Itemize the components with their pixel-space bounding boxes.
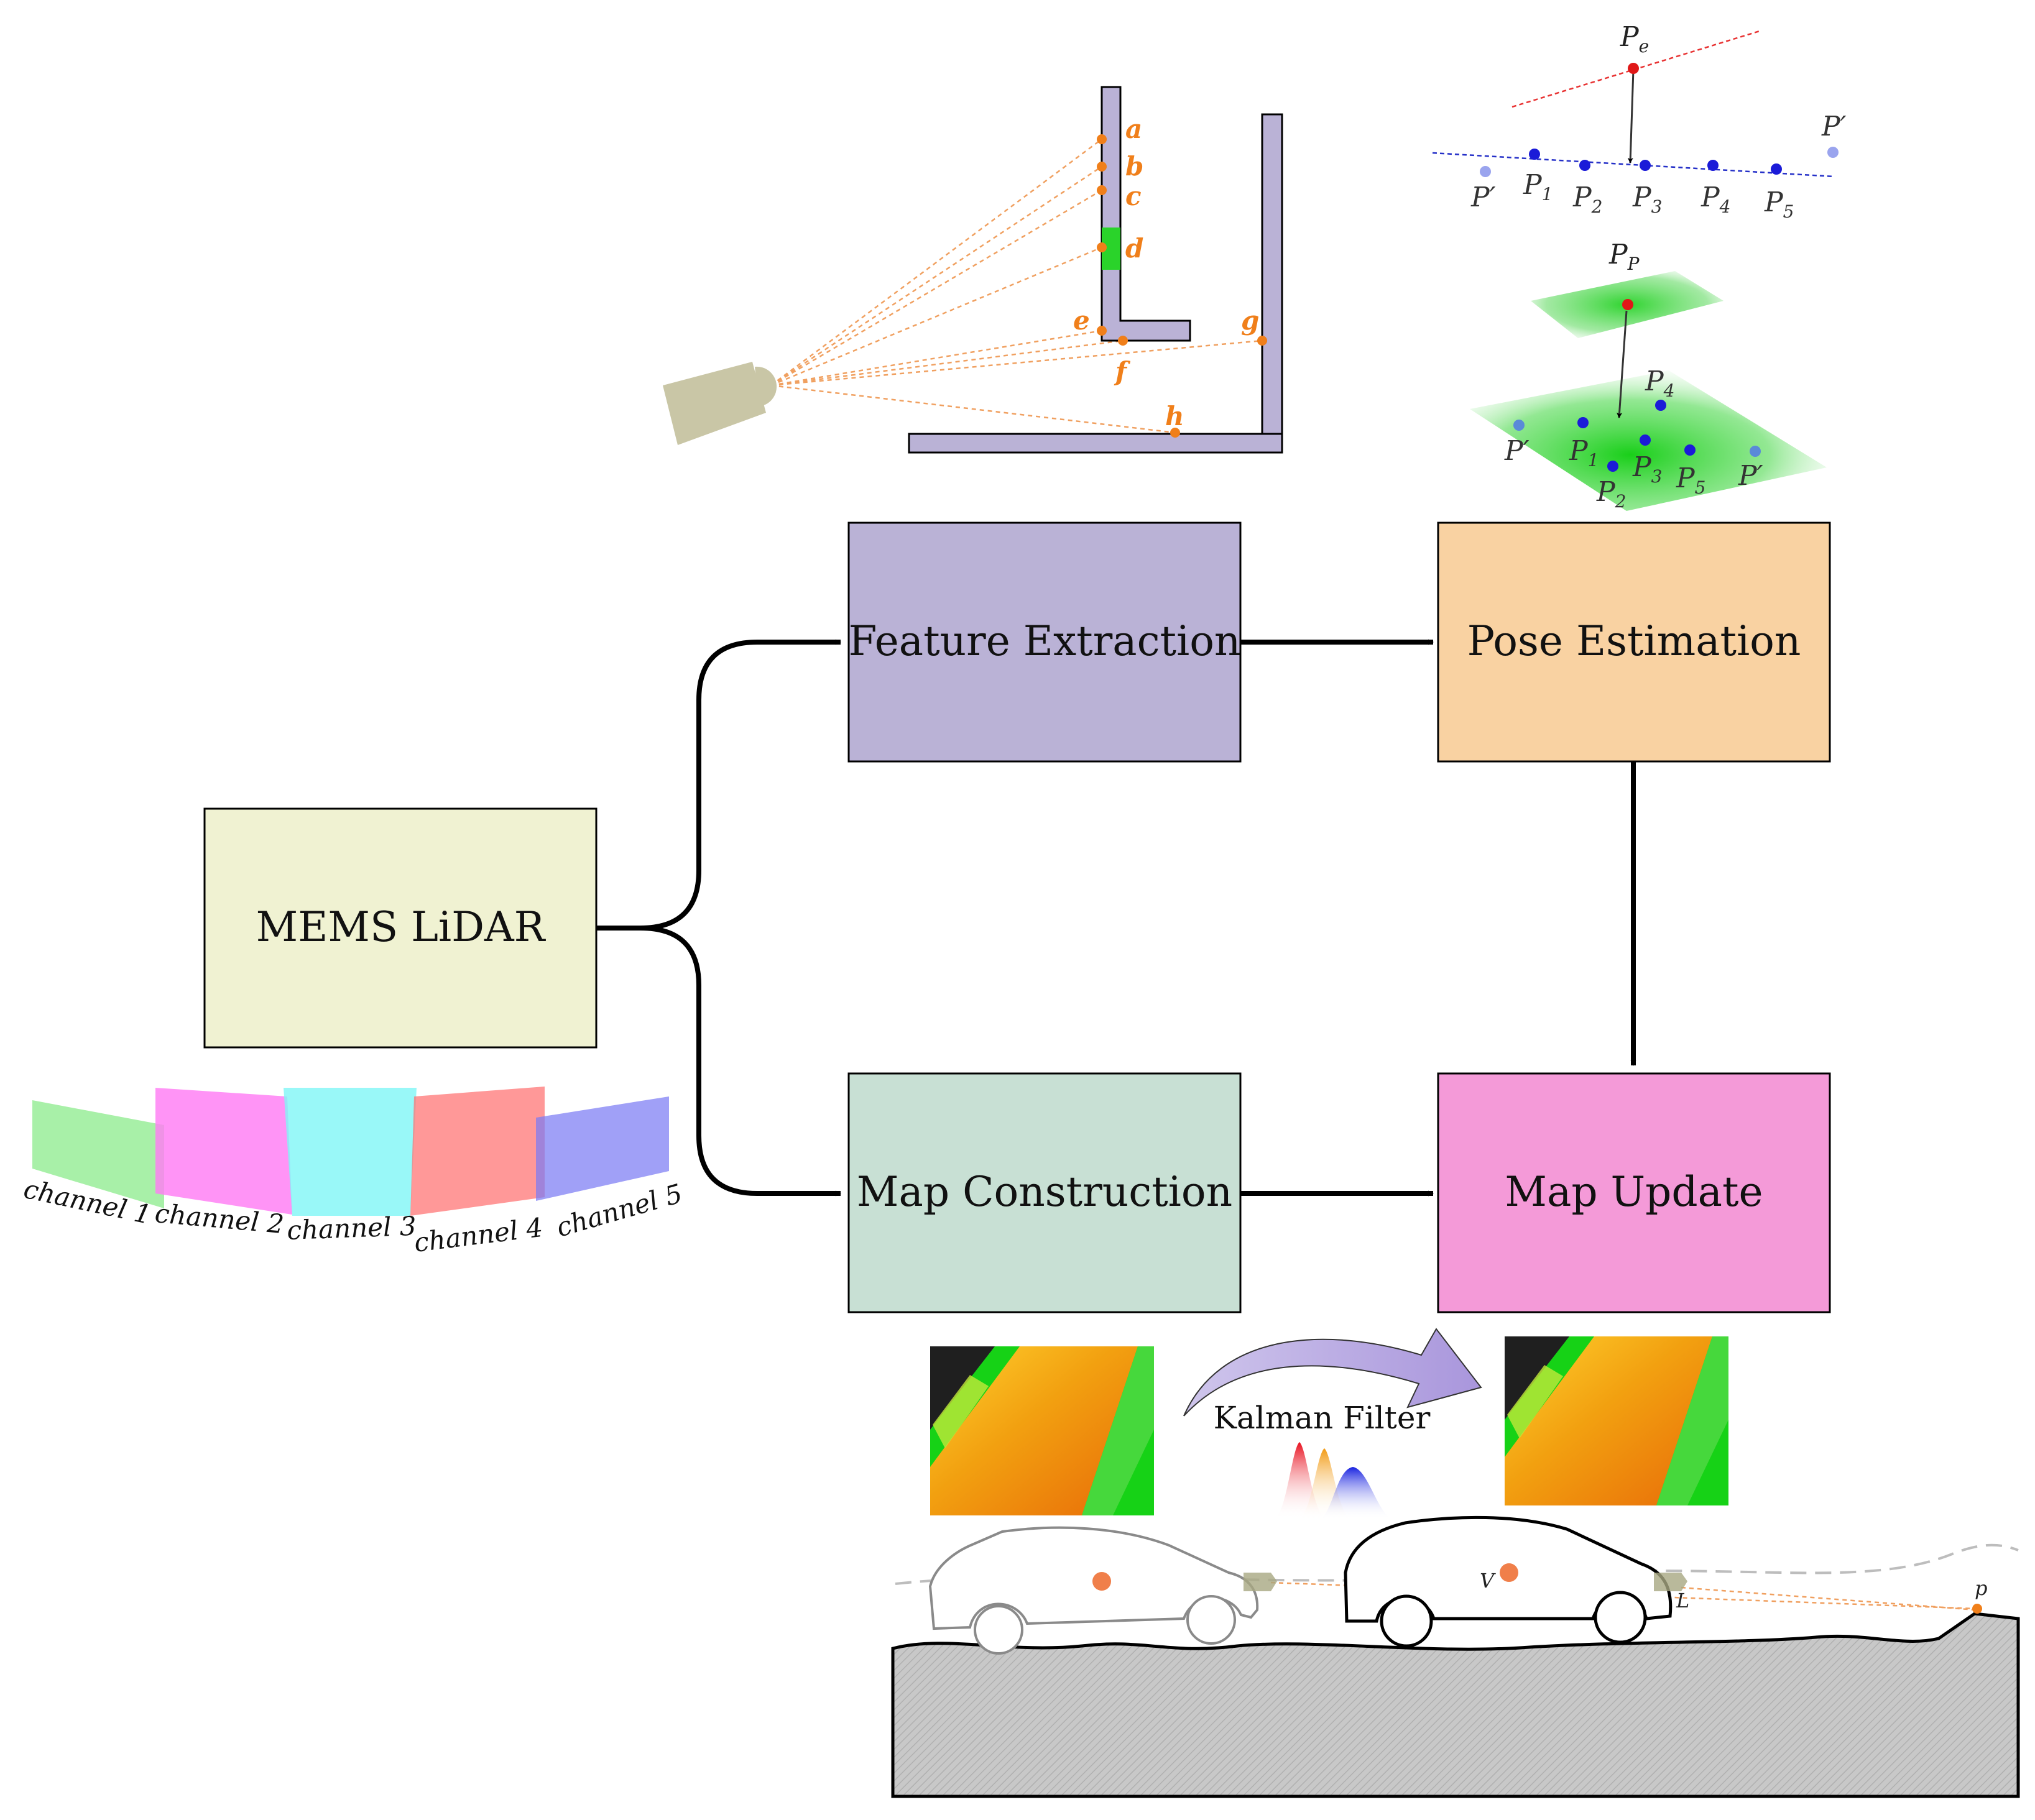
- edge-top-label: Pe: [1620, 21, 1649, 57]
- edge-label-p5: P5: [1764, 186, 1794, 222]
- map-thumbnail-after: [1505, 1336, 1728, 1505]
- edge-projection-arrow: [1627, 69, 1635, 163]
- edge-feature-illustration: Pe P′ P′ P1 P2 P3 P4 P5: [1432, 21, 1847, 222]
- planar-feature-illustration: PP P′ P′ P1 P2 P3 P4 P5: [1470, 239, 1827, 512]
- lidar-scan-illustration: a b c d e f g h: [663, 86, 1283, 454]
- vehicle-labels: V L p: [1480, 1569, 1987, 1612]
- channel-4-fov: [410, 1087, 545, 1216]
- feature-extraction-label: Feature Extraction: [849, 617, 1241, 665]
- scan-label-c: c: [1125, 181, 1142, 211]
- scan-label-b: b: [1125, 151, 1143, 182]
- vehicle-previous-center: [1092, 1572, 1111, 1591]
- planar-label-p5: P5: [1676, 462, 1705, 498]
- label-p: p: [1975, 1576, 1987, 1600]
- planar-label-p4: P4: [1645, 365, 1674, 401]
- scan-label-h: h: [1165, 401, 1184, 431]
- connector-lidar-to-feature: [596, 639, 841, 931]
- lidar-sensor: [663, 362, 777, 445]
- right-wall: [1261, 113, 1283, 454]
- planar-points: [1513, 400, 1761, 472]
- planar-outlier-right: P′: [1738, 460, 1763, 492]
- ground: [891, 1612, 2020, 1798]
- map-construction-label: Map Construction: [857, 1168, 1232, 1216]
- box-pose-estimation: Pose Estimation: [1437, 522, 1831, 763]
- edge-label-p3: P3: [1632, 182, 1662, 217]
- channel-5-fov: [536, 1096, 669, 1201]
- label-l: L: [1676, 1589, 1689, 1612]
- planar-point-labels: P′ P′ P1 P2 P3 P4 P5: [1504, 365, 1763, 512]
- edge-label-p2: P2: [1572, 182, 1602, 217]
- planar-top-label: PP: [1608, 239, 1640, 274]
- box-mems-lidar: MEMS LiDAR: [203, 807, 598, 1049]
- scan-rays: [770, 138, 1263, 434]
- pose-estimation-label: Pose Estimation: [1467, 617, 1801, 665]
- planar-query-point: [1622, 299, 1633, 310]
- scan-label-f: f: [1114, 356, 1131, 387]
- planar-projection-arrow: [1617, 310, 1628, 418]
- edge-outlier-right: P′: [1821, 111, 1847, 142]
- box-feature-extraction: Feature Extraction: [847, 522, 1242, 763]
- target-point: [1972, 1604, 1982, 1614]
- gaussian-distributions: [1275, 1442, 1391, 1519]
- map-update-label: Map Update: [1505, 1168, 1763, 1216]
- planar-label-p3: P3: [1632, 451, 1662, 487]
- map-update-illustration: Kalman Filter: [891, 1328, 2020, 1798]
- vehicle-current-lidar: [1654, 1573, 1687, 1591]
- mems-lidar-label: MEMS LiDAR: [256, 903, 547, 951]
- flow-connectors: [596, 639, 1636, 1197]
- label-v: V: [1480, 1569, 1496, 1592]
- edge-outlier-left: P′: [1470, 182, 1496, 213]
- planar-label-p2: P2: [1596, 476, 1626, 512]
- kalman-filter-label: Kalman Filter: [1214, 1400, 1431, 1436]
- channel-2-fov: [155, 1088, 292, 1215]
- edge-label-p1: P1: [1523, 169, 1553, 205]
- floor: [908, 433, 1283, 454]
- box-map-construction: Map Construction: [847, 1072, 1242, 1313]
- planar-outlier-left: P′: [1504, 435, 1530, 467]
- vehicle-current-center: [1500, 1563, 1518, 1582]
- vehicle-previous: [928, 1526, 1259, 1655]
- edge-points: [1480, 147, 1839, 177]
- edge-label-p4: P4: [1700, 182, 1730, 217]
- edge-point-labels: P′ P′ P1 P2 P3 P4 P5: [1470, 111, 1847, 222]
- channel-3-fov: [284, 1088, 417, 1216]
- box-map-update: Map Update: [1437, 1072, 1831, 1313]
- vehicle-previous-lidar: [1244, 1573, 1277, 1591]
- kalman-update-arrow: [1183, 1328, 1482, 1417]
- scan-label-a: a: [1125, 114, 1142, 144]
- scan-label-d: d: [1125, 233, 1143, 264]
- channel-4-label: channel 4: [412, 1212, 544, 1258]
- left-wall: [1101, 86, 1191, 342]
- scan-label-e: e: [1073, 305, 1090, 336]
- planar-label-p1: P1: [1569, 435, 1599, 471]
- channel-fov-illustration: channel 1 channel 2 channel 3 channel 4 …: [21, 1087, 686, 1258]
- connector-lidar-to-map-construction: [640, 926, 841, 1197]
- edge-query-point: [1628, 63, 1639, 74]
- map-thumbnail-before: [930, 1346, 1154, 1515]
- walls: [908, 86, 1283, 454]
- vehicle-current: [1344, 1515, 1673, 1648]
- scan-hit-points: [1097, 134, 1267, 438]
- channel-3-label: channel 3: [287, 1211, 417, 1246]
- scan-label-g: g: [1241, 305, 1259, 336]
- channel-1-fov: [32, 1100, 164, 1208]
- ray-vehicle-2: [1681, 1586, 1977, 1611]
